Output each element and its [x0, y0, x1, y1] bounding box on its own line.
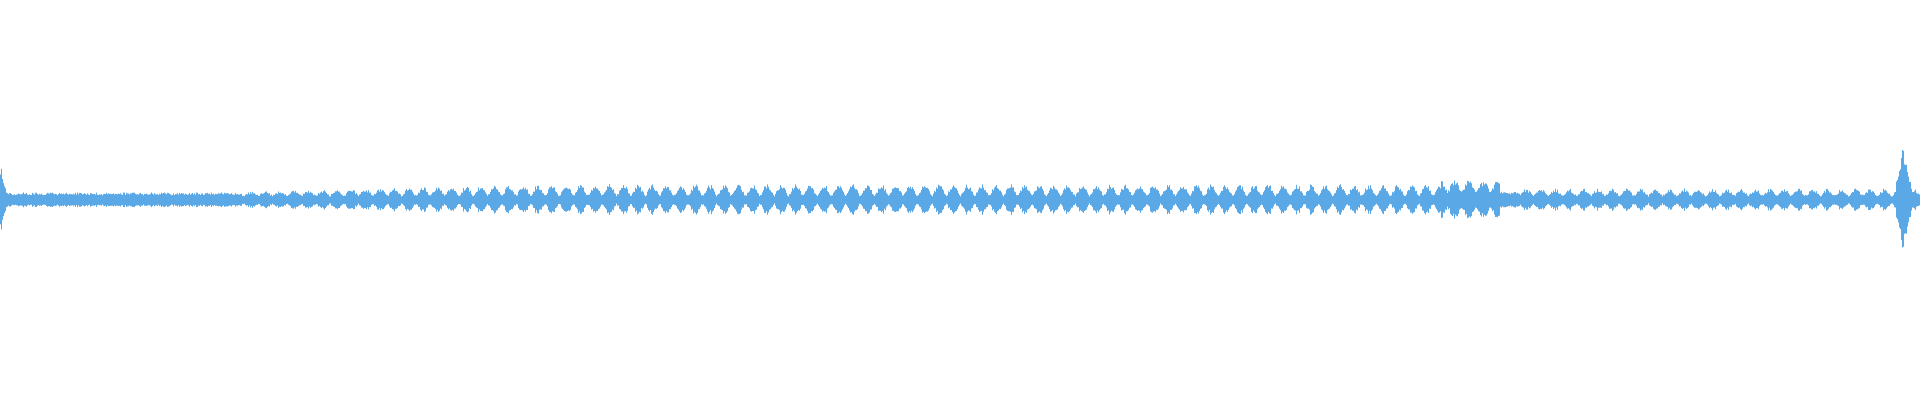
waveform-bars: [0, 150, 1920, 248]
